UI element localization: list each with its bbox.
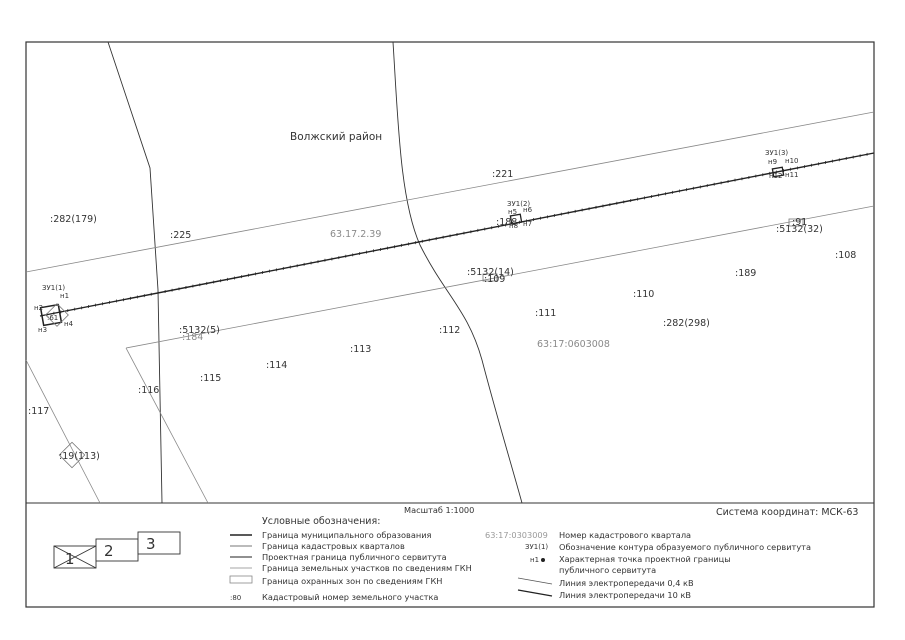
parcel-label: :5132(5) bbox=[179, 325, 220, 336]
parcel-label: :184 bbox=[182, 332, 203, 343]
quarter-label-2: 63:17:0603008 bbox=[537, 339, 610, 350]
point-label: н4 bbox=[64, 320, 74, 328]
parcel-boundary-bottom-left bbox=[25, 359, 101, 504]
municipal-boundary-left bbox=[107, 41, 163, 504]
parcel-label: :282(298) bbox=[663, 318, 710, 329]
legend-zone-desc: Обозначение контура образуемого публично… bbox=[559, 542, 811, 552]
sheet-num-3: 3 bbox=[146, 535, 156, 553]
parcel-label: :91 bbox=[792, 217, 807, 228]
legend-zone-sample: ЗУ1(1) bbox=[525, 543, 548, 551]
point-label: н5 bbox=[508, 208, 517, 216]
legend-item-quarter: Граница кадастровых кварталов bbox=[262, 541, 405, 551]
parcel-label: :116 bbox=[138, 385, 159, 396]
parcel-91-marker bbox=[788, 218, 804, 227]
parcel-label: :19(113) bbox=[59, 451, 100, 462]
legend-symbol-protection-zone bbox=[229, 575, 253, 584]
legend-symbol-line-04 bbox=[517, 577, 553, 585]
legend-item-servitude: Проектная граница публичного сервитута bbox=[262, 552, 447, 562]
legend-item-parcel-number: Кадастровый номер земельного участка bbox=[262, 592, 438, 602]
parcel-label: :112 bbox=[439, 325, 460, 336]
quarter-label-1: 63.17.2.39 bbox=[330, 229, 381, 240]
point-label: н10 bbox=[785, 157, 798, 165]
municipal-boundary-right bbox=[392, 41, 523, 504]
protection-zone-line-lower bbox=[125, 205, 875, 349]
point-label: н6 bbox=[523, 206, 533, 214]
zone-zu1-1[interactable] bbox=[39, 303, 69, 327]
legend-symbol-line-10 bbox=[517, 589, 553, 597]
sheet-layout bbox=[53, 531, 181, 569]
parcel-label: :117 bbox=[28, 406, 49, 417]
legend-point-desc-2: публичного сервитута bbox=[559, 565, 656, 575]
parcel-label: :110 bbox=[633, 289, 654, 300]
parcel-109-marker bbox=[482, 273, 498, 282]
zone-label-3[interactable]: ЗУ1(3) bbox=[765, 149, 788, 157]
parcel-label: :108 bbox=[835, 250, 856, 261]
zone-zu1-2[interactable] bbox=[509, 213, 523, 225]
point-label: н2 bbox=[34, 304, 43, 312]
parcel-label: :5132(32) bbox=[776, 224, 823, 235]
zone-zu1-3[interactable] bbox=[771, 166, 785, 178]
parcel-label: :115 bbox=[200, 373, 221, 384]
point-label: н12 bbox=[769, 172, 782, 180]
legend-line-10: Линия электропередачи 10 кВ bbox=[559, 590, 691, 600]
sheet-num-1: 1 bbox=[65, 550, 75, 568]
legend-item-municipal: Граница муниципального образования bbox=[262, 530, 432, 540]
protection-zone-line-upper bbox=[25, 111, 875, 273]
parcel-label: :113 bbox=[350, 344, 371, 355]
parcel-boundary-left-edge bbox=[125, 347, 209, 504]
legend-line-04: Линия электропередачи 0,4 кВ bbox=[559, 578, 694, 588]
legend-title: Условные обозначения: bbox=[262, 516, 380, 527]
parcel-19-113-marker bbox=[58, 441, 86, 469]
legend-quarter-sample: 63:17:0303009 bbox=[485, 530, 548, 540]
point-label: н1 bbox=[60, 292, 69, 300]
parcel-label: :114 bbox=[266, 360, 287, 371]
district-label: Волжский район bbox=[290, 131, 382, 143]
point-label: н9 bbox=[768, 158, 777, 166]
legend-quarter-desc: Номер кадастрового квартала bbox=[559, 530, 691, 540]
legend-item-gkn-parcel: Граница земельных участков по сведениям … bbox=[262, 563, 472, 573]
zone-label-1[interactable]: ЗУ1(1) bbox=[42, 284, 65, 292]
legend-item-protection-zone: Граница охранных зон по сведениям ГКН bbox=[262, 576, 442, 586]
parcel-label: :225 bbox=[170, 230, 191, 241]
parcel-label: :109 bbox=[484, 274, 505, 285]
point-label: н7 bbox=[523, 220, 532, 228]
coord-system-label: Система координат: МСК-63 bbox=[716, 507, 858, 518]
parcel-label: :221 bbox=[492, 169, 513, 180]
point-label: н3 bbox=[38, 326, 47, 334]
legend-point-sample: н1 bbox=[530, 556, 539, 564]
zone-label-2[interactable]: ЗУ1(2) bbox=[507, 200, 530, 208]
sheet-num-2: 2 bbox=[104, 542, 114, 560]
legend-point-symbol bbox=[541, 558, 545, 562]
parcel-label: :282(179) bbox=[50, 214, 97, 225]
scale-label: Масштаб 1:1000 bbox=[404, 505, 474, 515]
parcel-label: :5132(14) bbox=[467, 267, 514, 278]
point-label: н8 bbox=[509, 222, 518, 230]
map-frame bbox=[25, 41, 875, 608]
parcel-label: :188 bbox=[496, 217, 517, 228]
parcel-label: :111 bbox=[535, 308, 556, 319]
parcel-label: :189 bbox=[735, 268, 756, 279]
point-label: н11 bbox=[785, 171, 798, 179]
parcel-label: :61 bbox=[47, 314, 58, 322]
legend-parcel-sample: :80 bbox=[230, 594, 241, 602]
legend-point-desc-1: Характерная точка проектной границы bbox=[559, 554, 731, 564]
